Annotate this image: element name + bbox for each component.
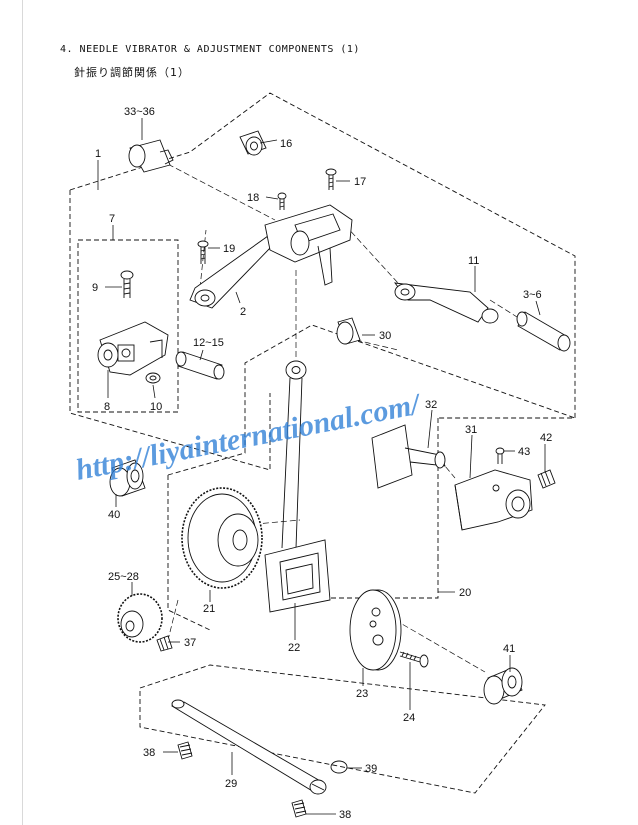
leader-lines bbox=[97, 118, 546, 815]
label-37: 37 bbox=[184, 637, 196, 649]
part-link-11 bbox=[393, 282, 499, 324]
label-38-upper: 38 bbox=[143, 747, 155, 759]
part-set-screw-42 bbox=[537, 469, 556, 489]
label-21: 21 bbox=[203, 603, 215, 615]
page-margin-line bbox=[22, 0, 23, 825]
label-19: 19 bbox=[223, 243, 235, 255]
label-38-lower: 38 bbox=[339, 809, 351, 821]
label-29: 29 bbox=[225, 778, 237, 790]
label-12-15: 12~15 bbox=[193, 337, 224, 349]
label-2: 2 bbox=[240, 306, 246, 318]
label-16: 16 bbox=[280, 138, 292, 150]
callout-labels: 33~36 16 17 18 1 7 19 11 3~6 9 2 30 12~1… bbox=[92, 106, 552, 821]
part-connecting-rod-22 bbox=[264, 360, 331, 613]
part-slide-block-32 bbox=[371, 424, 446, 489]
part-screw-19 bbox=[197, 240, 209, 264]
label-7: 7 bbox=[109, 213, 115, 225]
part-screw-24 bbox=[399, 651, 429, 668]
part-screw-9 bbox=[120, 270, 134, 298]
part-pin-3-6 bbox=[516, 311, 571, 352]
label-40: 40 bbox=[108, 509, 120, 521]
label-22: 22 bbox=[288, 642, 300, 654]
page-title: 4. NEEDLE VIBRATOR & ADJUSTMENT COMPONEN… bbox=[60, 44, 360, 55]
part-shaft-12-15 bbox=[175, 351, 225, 380]
part-gear-21 bbox=[181, 487, 263, 589]
assembly-outline-29 bbox=[139, 664, 546, 794]
label-25-28: 25~28 bbox=[108, 571, 139, 583]
label-41: 41 bbox=[503, 643, 515, 655]
label-17: 17 bbox=[354, 176, 366, 188]
assembly-outline-1 bbox=[69, 92, 576, 471]
part-collar-41 bbox=[483, 667, 523, 705]
label-31: 31 bbox=[465, 424, 477, 436]
assembly-outline-7 bbox=[77, 239, 179, 413]
part-screw-43 bbox=[495, 447, 505, 464]
part-block-31 bbox=[454, 469, 533, 531]
part-ring-39 bbox=[330, 760, 348, 774]
part-arm-2 bbox=[189, 204, 353, 309]
part-holder-8 bbox=[97, 321, 169, 376]
part-collar-40 bbox=[109, 459, 146, 497]
axis-lines bbox=[159, 159, 526, 673]
label-32: 32 bbox=[425, 399, 437, 411]
page-subtitle: 針振り調節関係（1） bbox=[74, 66, 190, 79]
watermark-text: http://liyainternational.com/ bbox=[73, 387, 425, 487]
label-1: 1 bbox=[95, 148, 101, 160]
label-18: 18 bbox=[247, 192, 259, 204]
assembly-outline-20 bbox=[167, 324, 576, 631]
part-set-screw-38a bbox=[177, 741, 193, 760]
label-42: 42 bbox=[540, 432, 552, 444]
part-collar-16 bbox=[239, 130, 267, 156]
part-set-screw-37 bbox=[156, 635, 173, 652]
part-cam-33-36 bbox=[128, 139, 174, 173]
part-bushing-30 bbox=[336, 317, 361, 345]
part-washer-10 bbox=[145, 372, 161, 384]
part-shaft-29 bbox=[170, 699, 327, 795]
label-3-6: 3~6 bbox=[523, 289, 542, 301]
part-screw-17 bbox=[325, 168, 337, 190]
label-8: 8 bbox=[104, 401, 110, 413]
part-disc-23 bbox=[349, 589, 402, 671]
label-10: 10 bbox=[150, 401, 162, 413]
label-11: 11 bbox=[468, 255, 479, 267]
label-39: 39 bbox=[365, 763, 377, 775]
part-set-screw-38b bbox=[291, 799, 307, 818]
label-30: 30 bbox=[379, 330, 391, 342]
label-20: 20 bbox=[459, 587, 471, 599]
part-screw-18 bbox=[277, 192, 287, 210]
label-9: 9 bbox=[92, 282, 98, 294]
label-43: 43 bbox=[518, 446, 530, 458]
label-24: 24 bbox=[403, 712, 415, 724]
label-23: 23 bbox=[356, 688, 368, 700]
part-bevel-gear-25-28 bbox=[117, 593, 163, 643]
label-33-36: 33~36 bbox=[124, 106, 155, 118]
